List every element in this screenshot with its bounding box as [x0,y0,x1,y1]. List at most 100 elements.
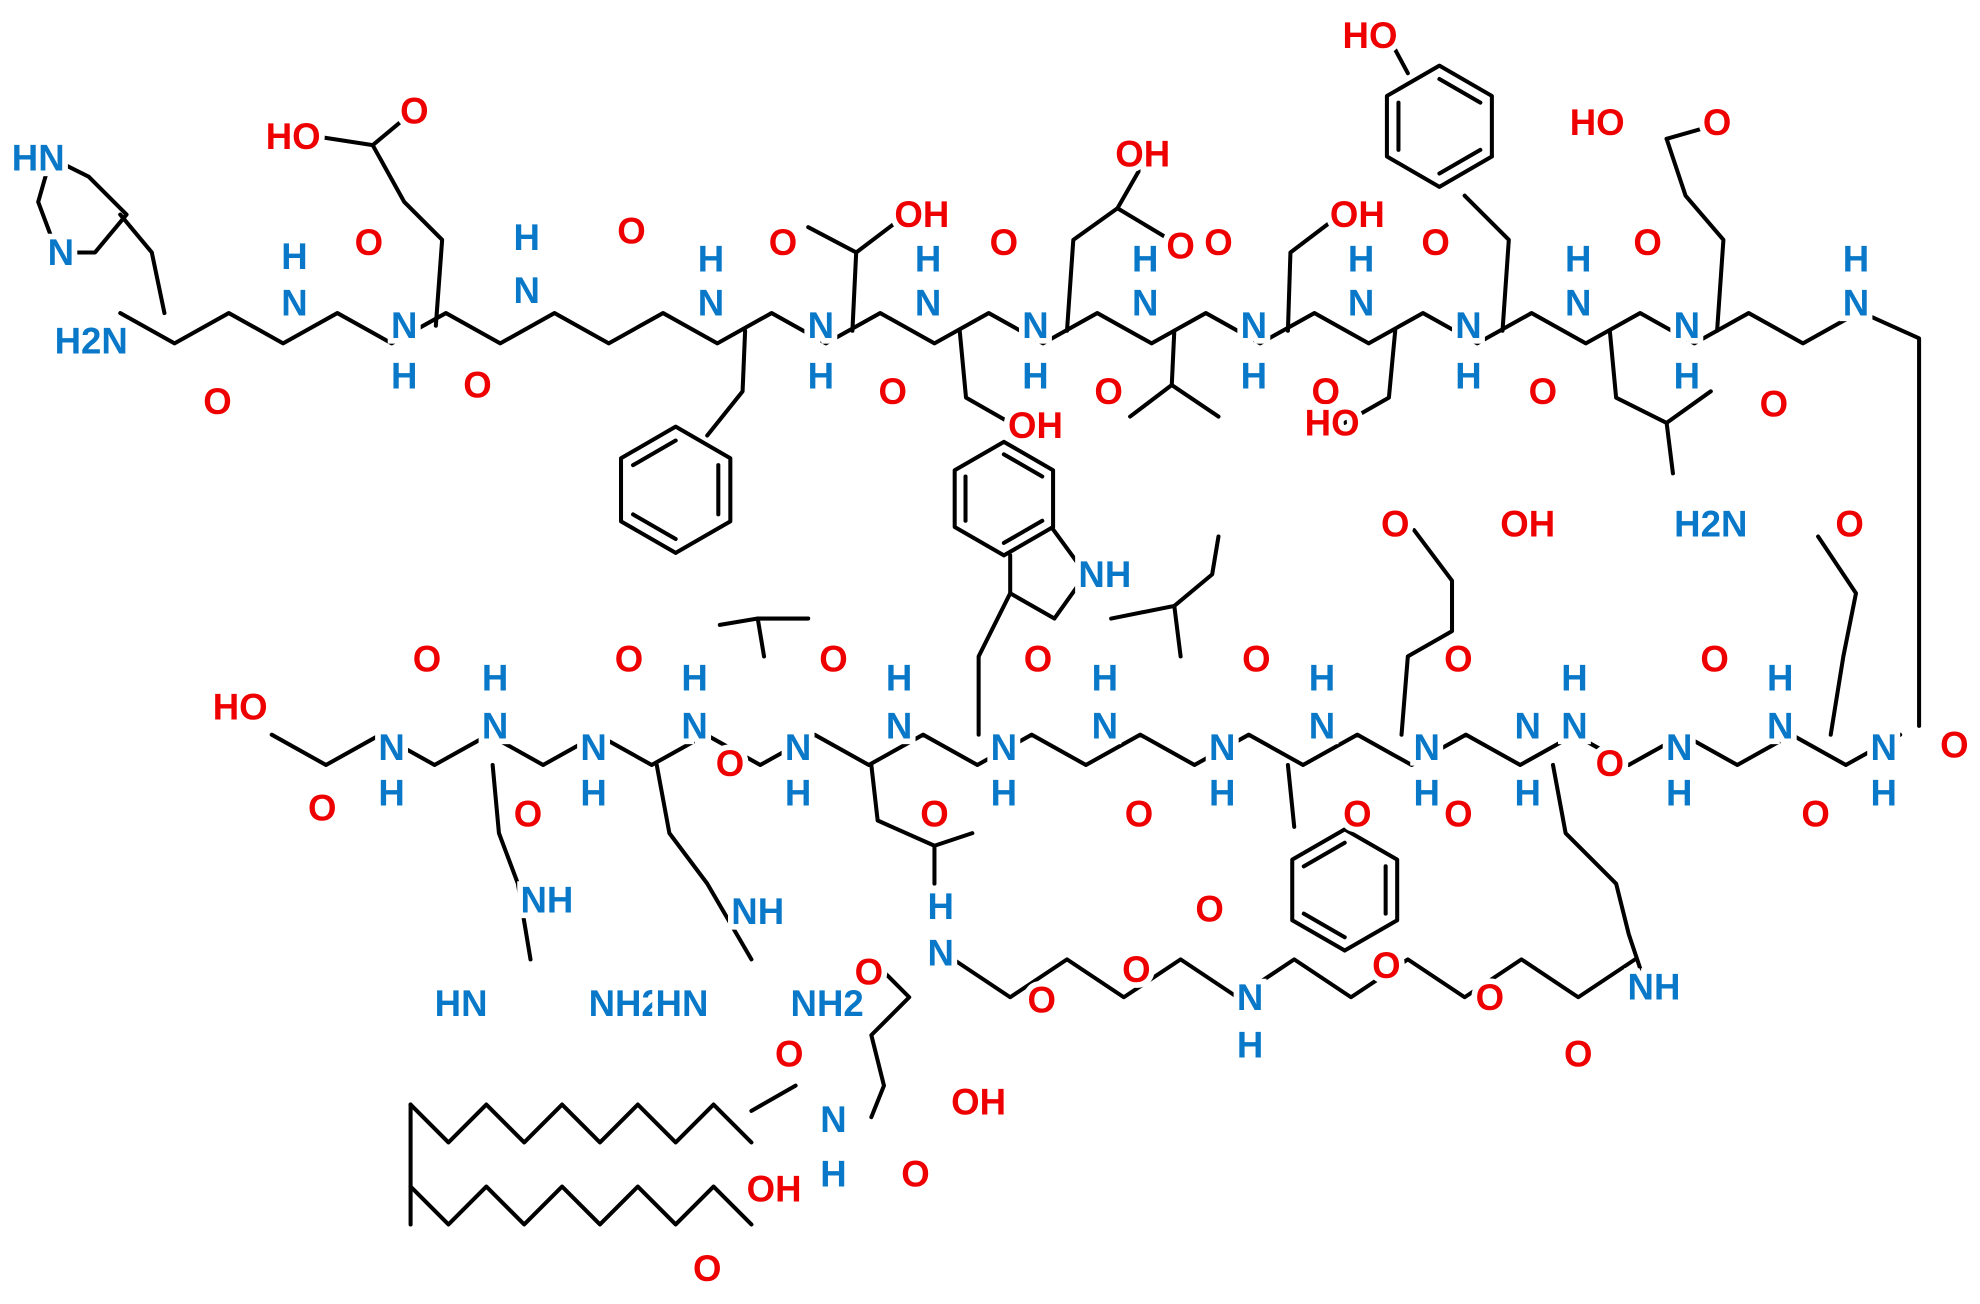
nitrogen-atom-label: H [1666,772,1692,813]
leu-sidechain [1607,328,1675,476]
oxygen-atom-label: O [769,222,797,263]
nitrogen-atom-label: H [915,238,941,279]
tyrosine-ring-double-bond [1437,147,1483,176]
top-backbone [118,311,1860,346]
nitrogen-atom-label: H [991,772,1017,813]
nitrogen-atom-label: H [1515,772,1541,813]
oxygen-atom-label: HO [1343,15,1398,56]
nitrogen-atom-label: NH [1078,554,1131,595]
oxygen-atom-label: O [1633,222,1661,263]
nitrogen-atom-label: N [785,727,811,768]
indole-pyrrole-ring [1008,525,1088,621]
oxygen-atom-label: O [400,91,428,132]
oxygen-atom-label: HO [1305,402,1360,443]
oxygen-atom-label: O [879,371,907,412]
oxygen-atom-label: O [819,638,847,679]
nitrogen-atom-label: N [1309,705,1335,746]
nitrogen-atom-label: NH2 [589,983,662,1024]
ser-sidechain [957,328,1013,425]
oxygen-atom-label: HO [213,686,268,727]
glu2-carbonyl [1664,124,1713,141]
oxygen-atom-label: O [1381,503,1409,544]
nitrogen-atom-label: H [580,772,606,813]
oxygen-atom-label: OH [1008,405,1063,446]
oxygen-atom-label: O [203,381,231,422]
oxygen-atom-label: O [1421,222,1449,263]
oxygen-atom-label: O [920,794,948,835]
oxygen-atom-label: O [1195,888,1223,929]
thr-oh [854,215,905,255]
nitrogen-atom-label: H [1132,238,1158,279]
oxygen-atom-label: O [990,222,1018,263]
oxygen-atom-label: O [1801,794,1829,835]
nitrogen-atom-label: H [1022,356,1048,397]
nitrogen-atom-label: N [808,305,834,346]
ile-sidechain [1109,603,1183,659]
nitrogen-atom-label: NH2 [791,983,864,1024]
oxygen-atom-label: O [1940,724,1968,765]
oxygen-atom-label: O [1024,638,1052,679]
nitrogen-atom-label: H [378,772,404,813]
oxygen-atom-label: O [1476,977,1504,1018]
oxygen-atom-label: OH [1500,503,1555,544]
nitrogen-atom-label: H [482,657,508,698]
nitrogen-atom-label: N [820,1099,846,1140]
nitrogen-atom-label: N [915,282,941,323]
nitrogen-atom-label: N [1666,727,1692,768]
nitrogen-atom-label: H [1414,772,1440,813]
arg2-sidechain [654,762,754,962]
oxygen-atom-label: HO [266,116,321,157]
oxygen-atom-label: O [1312,371,1340,412]
nitrogen-atom-label: H [1561,657,1587,698]
val-branch [1169,382,1221,419]
phenyl-ring [618,424,733,555]
oxygen-atom-label: O [855,952,883,993]
nitrogen-atom-label: N [48,232,74,273]
nitrogen-atom-label: NH [731,891,784,932]
glu3-sidechain [1399,528,1455,737]
leu-branch [1664,389,1713,425]
oxygen-atom-label: O [716,743,744,784]
nitrogen-atom-label: N [1843,282,1869,323]
fatty-chain-upper [408,1102,754,1145]
nitrogen-atom-label: N [1092,705,1118,746]
nitrogen-atom-label: H [391,356,417,397]
trp-sidechain [976,591,1013,737]
nitrogen-atom-label: H2N [1674,503,1747,544]
oxygen-atom-label: O [615,638,643,679]
asp-carbonyl [1115,206,1177,245]
nitrogen-atom-label: N [514,270,540,311]
gamma-glu [869,969,912,1120]
nitrogen-atom-label: H [820,1153,846,1194]
nitrogen-atom-label: N [886,705,912,746]
phenyl-ring-2-double-bond [1301,911,1347,940]
glu-sidechain [313,134,445,328]
nitrogen-atom-label: N [1209,727,1235,768]
phenyl-ring-2 [1290,827,1400,953]
oxygen-atom-label: O [1204,222,1232,263]
bonds-layer [36,35,1922,1227]
nitrogen-atom-label: H [1348,238,1374,279]
tyr-sidechain [1462,193,1511,333]
oxygen-atom-label: O [1564,1034,1592,1075]
nitrogen-atom-label: N [281,282,307,323]
oxygen-atom-label: OH [951,1082,1006,1123]
nitrogen-atom-label: H [514,217,540,258]
nitrogen-atom-label: H [1871,772,1897,813]
nitrogen-atom-label: H [886,657,912,698]
nitrogen-atom-label: N [928,933,954,974]
nitrogen-atom-label: H [1767,657,1793,698]
nitrogen-atom-label: N [991,727,1017,768]
phe-sidechain [705,328,748,438]
oxygen-atom-label: O [1760,383,1788,424]
nitrogen-atom-label: H [1241,356,1267,397]
his-sidechain [118,212,167,316]
phenyl-ring-double-bond [631,438,678,468]
oxygen-atom-label: O [463,365,491,406]
oxygen-atom-label: O [355,222,383,263]
ser2-sidechain [1285,218,1335,333]
oxygen-atom-label: O [1703,102,1731,143]
glu-carbonyl [370,111,413,148]
bottom-backbone [269,732,1903,767]
nitrogen-atom-label: H [1209,772,1235,813]
